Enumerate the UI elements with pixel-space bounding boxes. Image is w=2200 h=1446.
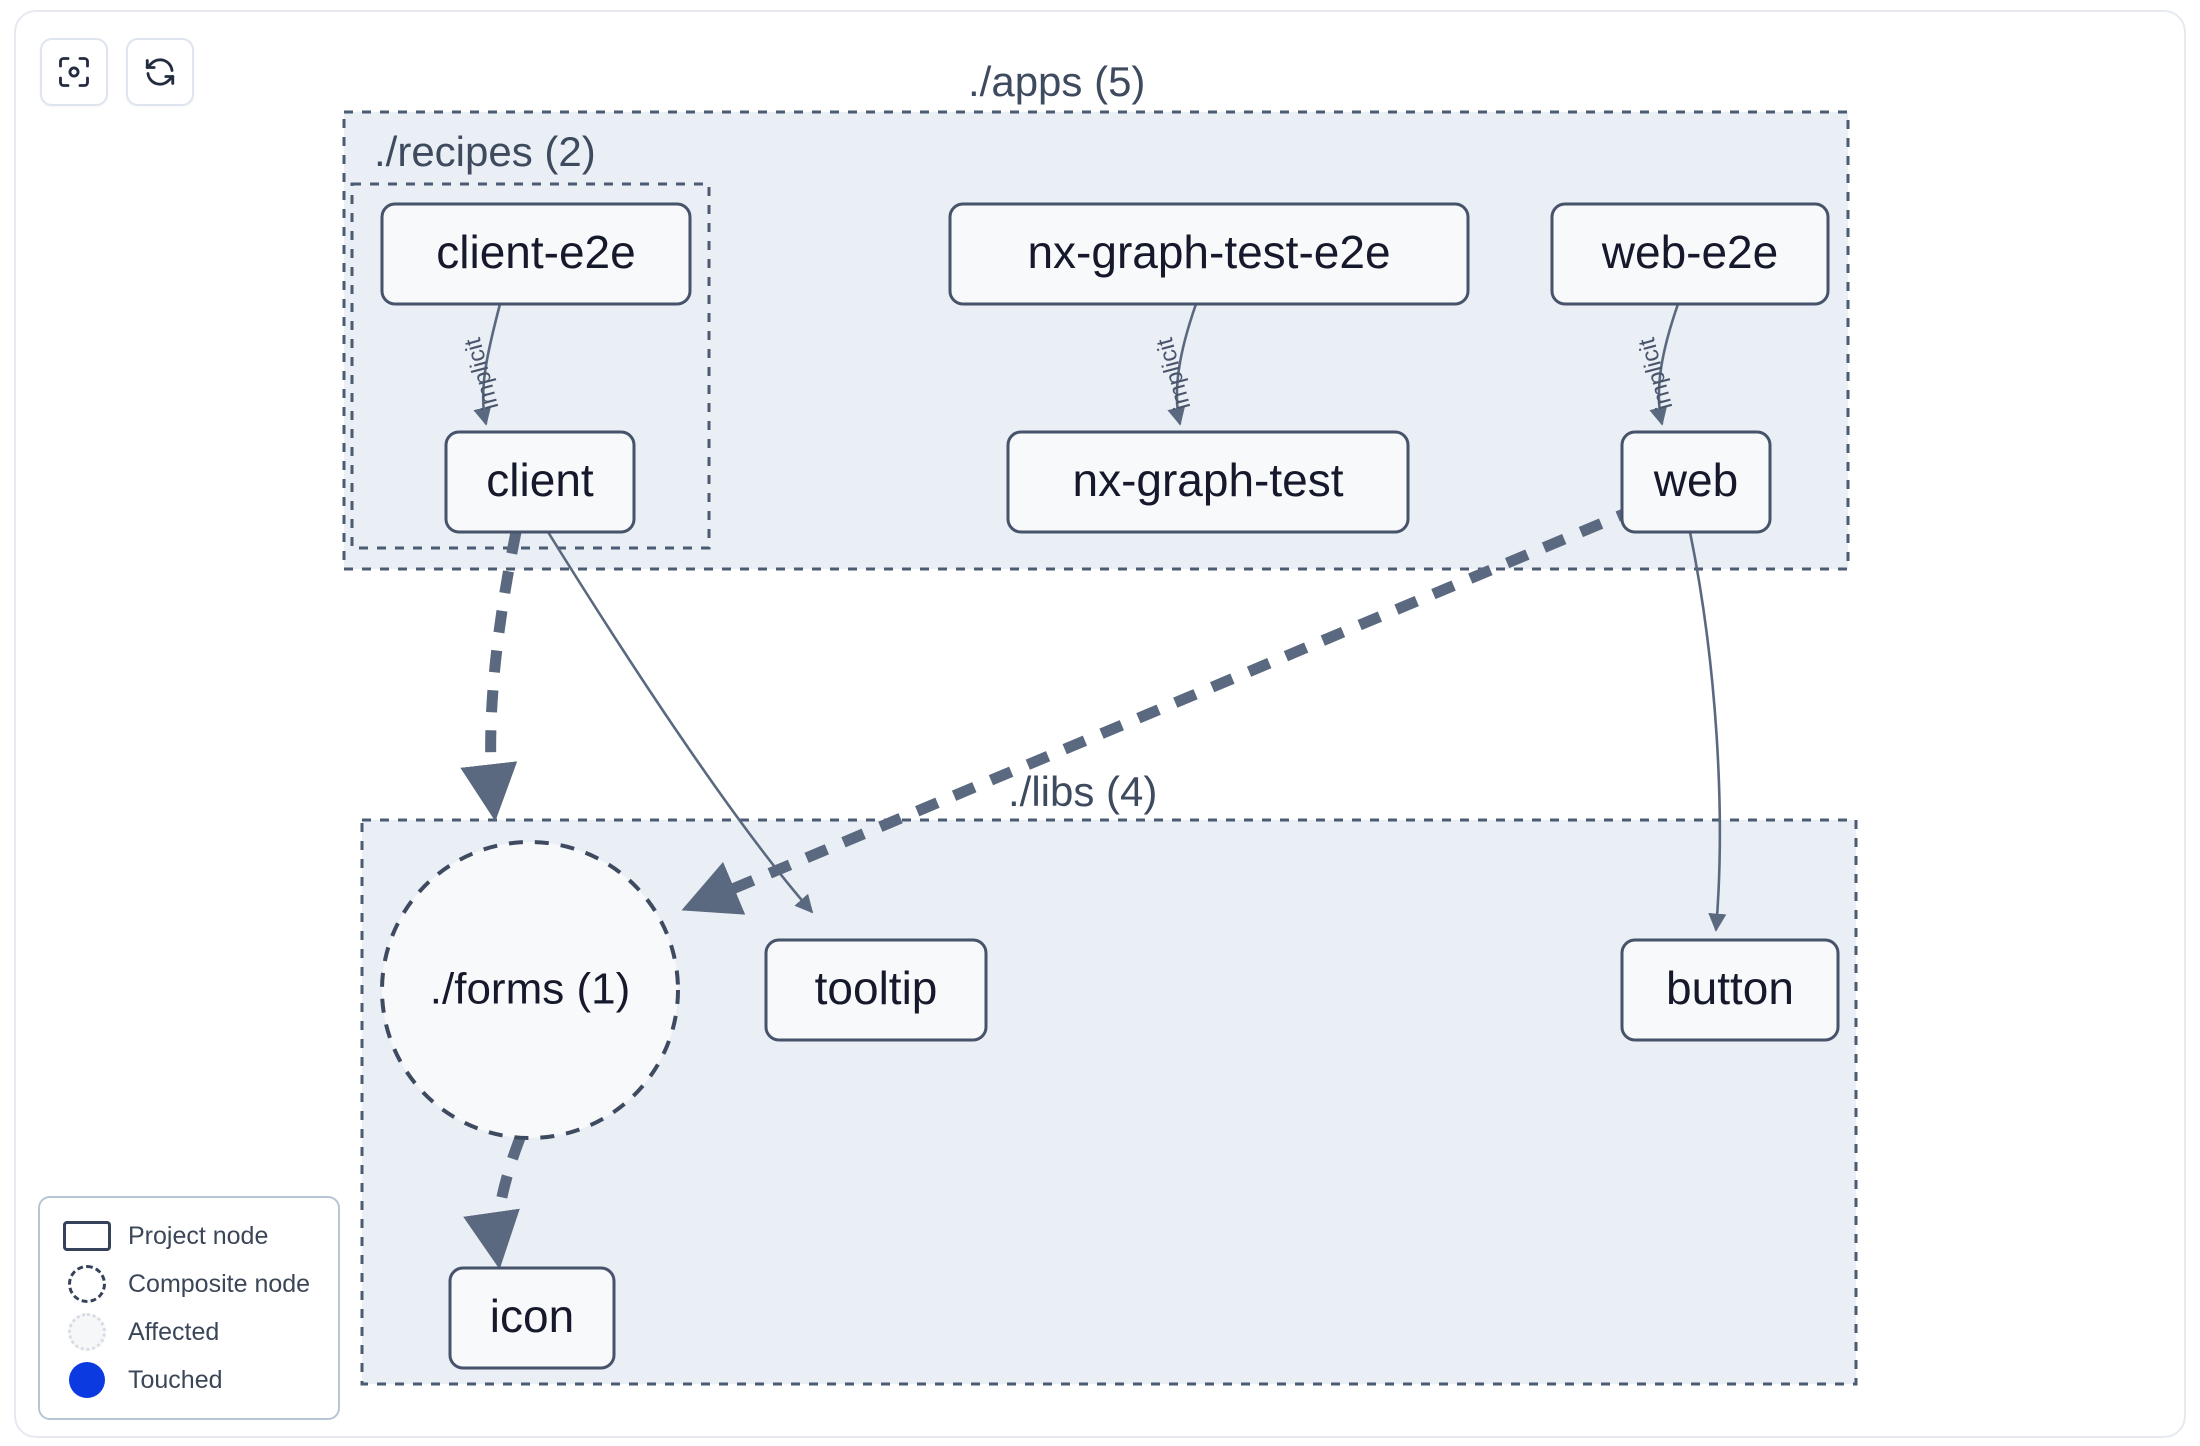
- node-label-icon: icon: [490, 1290, 574, 1342]
- node-tooltip[interactable]: tooltip: [764, 938, 988, 1042]
- refresh-sync-icon: [142, 54, 178, 90]
- legend-label-touched: Touched: [128, 1365, 223, 1394]
- edge-web-to-forms[interactable]: [681, 502, 1641, 915]
- group-label-recipes: ./recipes (2): [374, 128, 596, 175]
- node-label-web-e2e: web-e2e: [1601, 226, 1778, 278]
- edge-client-to-forms[interactable]: [460, 530, 522, 822]
- legend-label-project-node: Project node: [128, 1221, 269, 1250]
- node-web[interactable]: web: [1620, 430, 1772, 534]
- refresh-graph-button[interactable]: [126, 38, 194, 106]
- group-label-libs: ./libs (4): [1008, 768, 1158, 815]
- project-node-swatch: [56, 1221, 118, 1251]
- legend-item-composite-node: Composite node: [56, 1260, 322, 1308]
- node-label-forms: ./forms (1): [430, 965, 630, 1014]
- edge-web-to-button[interactable]: [1688, 531, 1727, 932]
- legend-item-affected: Affected: [56, 1308, 322, 1356]
- graph-legend: Project node Composite node Affected Tou…: [38, 1196, 340, 1420]
- edge-web-e2e-to-web[interactable]: [1649, 303, 1680, 426]
- focus-graph-button[interactable]: [40, 38, 108, 106]
- node-button[interactable]: button: [1620, 938, 1840, 1042]
- graph-toolbar: [40, 38, 194, 106]
- node-client-e2e[interactable]: client-e2e: [380, 202, 692, 306]
- node-label-client: client: [486, 454, 594, 506]
- node-label-web: web: [1653, 454, 1738, 506]
- legend-item-project-node: Project node: [56, 1212, 322, 1260]
- node-nx-graph-test-e2e[interactable]: nx-graph-test-e2e: [948, 202, 1470, 306]
- legend-label-composite-node: Composite node: [128, 1269, 311, 1298]
- edge-client-to-tooltip[interactable]: [546, 531, 814, 914]
- node-web-e2e[interactable]: web-e2e: [1550, 202, 1830, 306]
- node-label-nx-graph-test-e2e: nx-graph-test-e2e: [1027, 226, 1390, 278]
- composite-node-swatch: [56, 1265, 118, 1303]
- affected-swatch: [56, 1313, 118, 1351]
- node-label-client-e2e: client-e2e: [436, 226, 635, 278]
- edge-nxgt-e2e-to-nxgt[interactable]: [1167, 303, 1198, 426]
- node-label-nx-graph-test: nx-graph-test: [1072, 454, 1343, 506]
- legend-label-affected: Affected: [128, 1317, 220, 1346]
- edge-client-e2e-to-client[interactable]: [473, 303, 502, 426]
- legend-item-touched: Touched: [56, 1356, 322, 1404]
- node-nx-graph-test[interactable]: nx-graph-test: [1006, 430, 1410, 534]
- node-label-tooltip: tooltip: [815, 962, 938, 1014]
- node-label-button: button: [1666, 962, 1794, 1014]
- viewfinder-focus-icon: [56, 54, 92, 90]
- node-icon[interactable]: icon: [448, 1266, 616, 1370]
- node-forms-composite[interactable]: ./forms (1): [380, 840, 680, 1140]
- touched-swatch: [56, 1362, 118, 1398]
- edge-forms-to-icon[interactable]: [463, 1136, 526, 1270]
- node-client[interactable]: client: [444, 430, 636, 534]
- group-label-apps: ./apps (5): [968, 58, 1146, 105]
